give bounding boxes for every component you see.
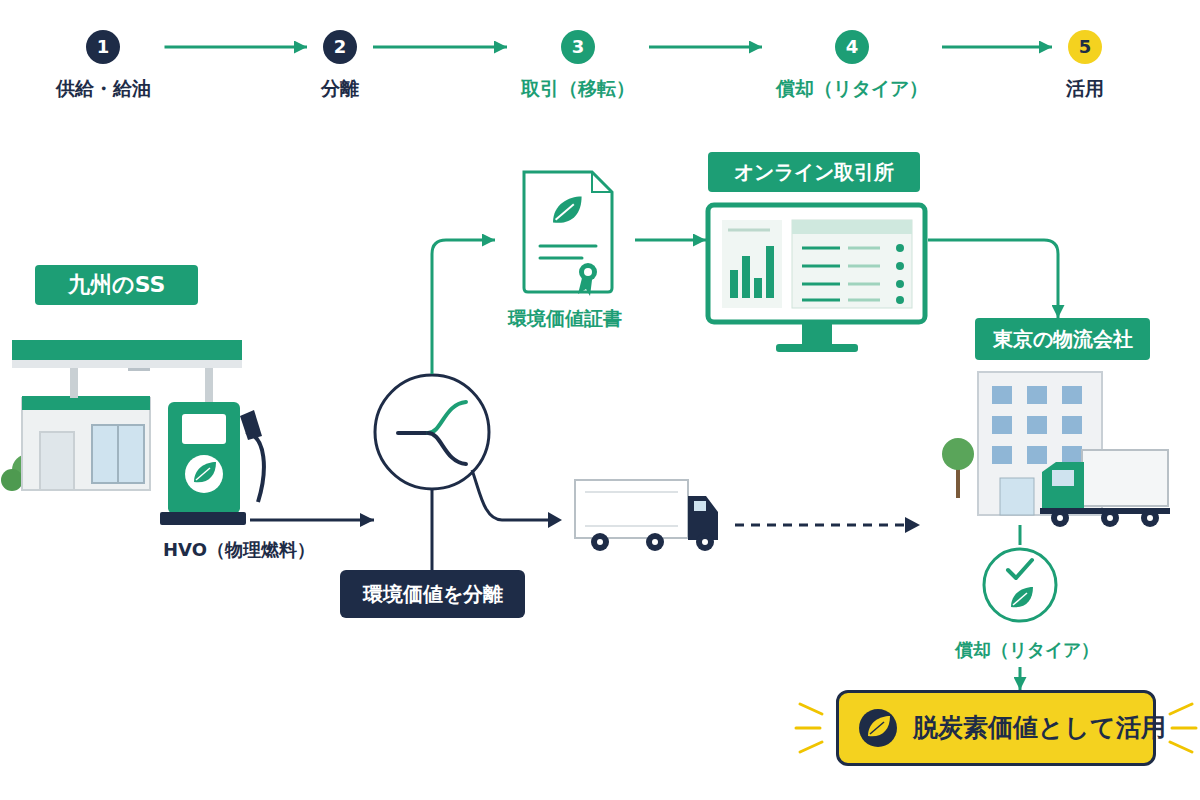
step-number: 4 (835, 30, 869, 64)
truck-icon (575, 480, 718, 551)
flow-arrow (373, 46, 507, 49)
flow-arrow (649, 46, 762, 49)
flow-arrow (1019, 667, 1022, 690)
step-node: 1 供給・給油 (42, 30, 165, 102)
step-node: 3 取引（移転） (507, 30, 649, 102)
flow-arrow (635, 239, 706, 242)
step-node: 4 償却（リタイア） (762, 30, 942, 102)
step-label: 取引（移転） (521, 76, 635, 102)
retire-node: 償却（リタイア） (955, 545, 1085, 667)
retire-label: 償却（リタイア） (955, 638, 1085, 662)
retire-icon (984, 549, 1056, 621)
dashed-arrow (735, 517, 920, 533)
flow-arrow (165, 46, 308, 49)
station-label: 九州のSS (35, 265, 198, 305)
office-building (942, 372, 1170, 527)
monitor-icon (708, 205, 925, 352)
step-number: 5 (1068, 30, 1102, 64)
step-number: 2 (323, 30, 357, 64)
step-label: 償却（リタイア） (776, 76, 928, 102)
process-label: 環境価値を分離 (340, 570, 525, 618)
flow-arrow (432, 240, 495, 374)
flow-arrow (1019, 525, 1022, 545)
result-label: 脱炭素価値として活用 (839, 693, 1153, 763)
certificate-label: 環境価値証書 (495, 306, 635, 332)
step-node: 2 分離 (307, 30, 373, 102)
exchange-node: オンライン取引所 (706, 152, 928, 352)
company-label: 東京の物流会社 (975, 318, 1150, 360)
step-node: 5 活用 (1052, 30, 1118, 102)
flow-arrow (942, 46, 1052, 49)
splitter-node: 環境価値を分離 (374, 374, 490, 524)
step-label: 供給・給油 (56, 76, 151, 102)
step-number: 1 (86, 30, 120, 64)
station-node: 九州のSS (0, 262, 250, 524)
flow-arrow (928, 240, 1058, 318)
certificate-node: 環境価値証書 (495, 168, 635, 333)
flow-arrow (250, 519, 374, 522)
fuel-label: HVO（物理燃料） (163, 538, 315, 562)
step-label: 分離 (321, 76, 359, 102)
gas-station (1, 340, 264, 525)
certificate-icon (524, 172, 612, 296)
result-box: 脱炭素価値として活用 (836, 690, 1156, 766)
step-number: 3 (561, 30, 595, 64)
splitter-symbol (375, 375, 562, 572)
exchange-label: オンライン取引所 (708, 152, 920, 192)
step-label: 活用 (1066, 76, 1104, 102)
company-node: 東京の物流会社 (940, 318, 1170, 525)
